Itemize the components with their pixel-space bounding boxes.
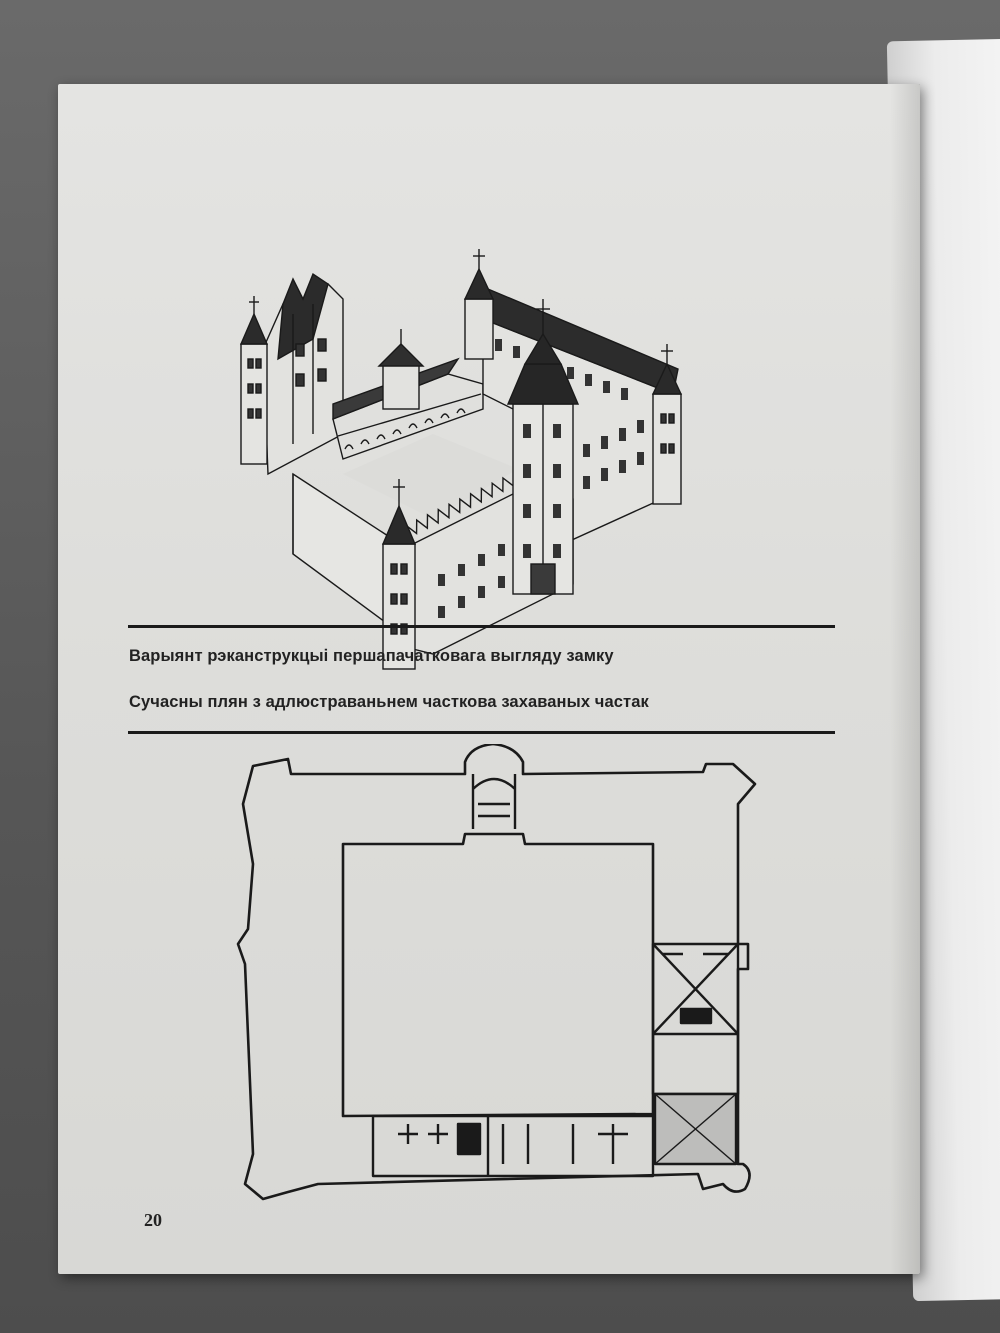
gabled-hall (262, 272, 344, 476)
front-left-tower (381, 479, 417, 670)
caption-reconstruction: Варыянт рэканструкцыі першапачатковага в… (129, 647, 614, 665)
inner-courtyard (341, 832, 655, 1118)
castle-reconstruction-illustration (239, 249, 683, 670)
caption-modern-plan: Сучасны плян з адлюстраваньнем часткова … (129, 693, 649, 711)
left-tower (239, 296, 269, 465)
caption-rule-bottom (128, 731, 835, 734)
caption-rule-top (128, 625, 835, 628)
east-wing-rooms (651, 942, 740, 1166)
main-corner-tower (506, 299, 580, 595)
south-wing-rooms (371, 1114, 655, 1178)
castle-floor-plan (236, 744, 757, 1201)
chapel-apse (471, 774, 517, 829)
page-number: 20 (144, 1210, 162, 1230)
gatehouse (377, 329, 425, 410)
far-right-tower (651, 344, 683, 505)
book-page: Варыянт рэканструкцыі першапачатковага в… (58, 84, 920, 1274)
rear-tower (463, 249, 495, 360)
